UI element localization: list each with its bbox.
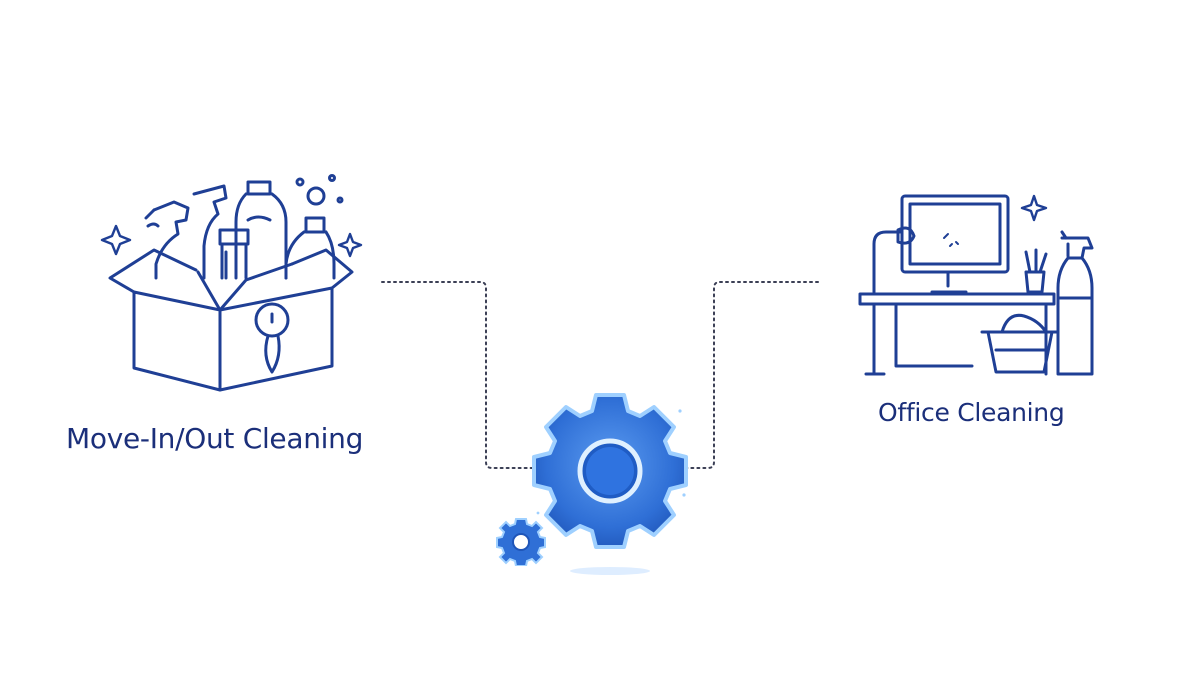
gear-icon (532, 393, 688, 575)
office-desk-cleaning-icon (858, 194, 1094, 376)
cleaning-supplies-box-icon (100, 174, 363, 392)
left-connector-line (381, 281, 541, 469)
move-in-out-cleaning-label: Move-In/Out Cleaning (66, 422, 364, 455)
small-gear-icon (496, 518, 546, 566)
office-cleaning-label: Office Cleaning (878, 398, 1065, 427)
right-connector-line (679, 281, 819, 469)
